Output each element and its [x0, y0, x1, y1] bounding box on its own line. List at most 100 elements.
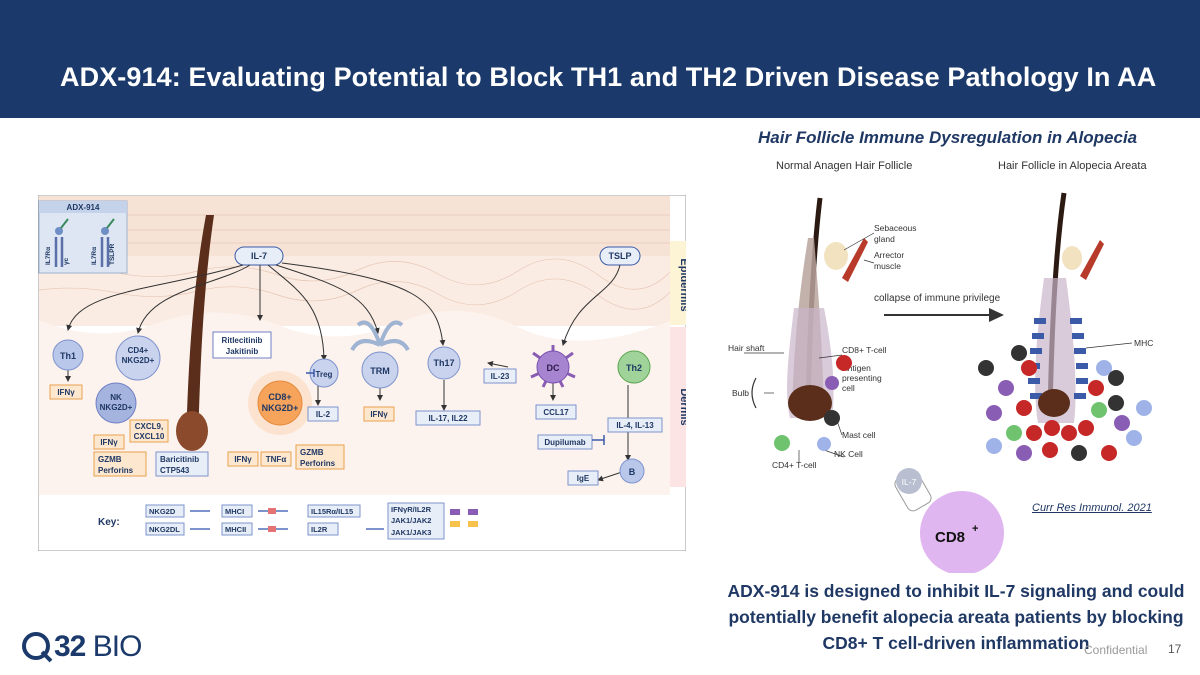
baricitinib-label: Baricitinib	[160, 455, 199, 464]
th17-cell	[427, 346, 461, 380]
cd8-label: CD8	[935, 529, 965, 546]
gzmb-label-2: GZMB	[300, 448, 324, 457]
mhc-molecules	[1028, 318, 1088, 399]
mhc-text: MHC	[1134, 338, 1153, 348]
legend-cd4-cell	[774, 435, 790, 451]
gland-text: gland	[874, 234, 895, 244]
treg-text: Treg	[316, 370, 333, 379]
ifng-label: IFNγ	[57, 388, 75, 397]
b-text: B	[629, 467, 636, 477]
key-il2r: IL2R	[311, 525, 328, 534]
cd4-cell	[115, 335, 161, 381]
citation-link[interactable]: Curr Res Immunol. 2021	[1032, 502, 1152, 514]
receptor-label: TSLPR	[109, 243, 116, 265]
cxcl10-label: CXCL10	[134, 432, 165, 441]
nk-text: NK	[110, 393, 122, 402]
epidermis-label: Epidermis	[678, 258, 686, 311]
receptor-label: IL7Rα	[91, 247, 98, 265]
figure-title: Hair Follicle Immune Dysregulation in Al…	[758, 128, 1138, 147]
legend-nk-cell	[817, 437, 831, 451]
logo-text: 32 BIO	[54, 630, 143, 664]
key-jak13: JAK1/JAK3	[391, 528, 431, 537]
cd8-cell-illustration	[920, 491, 1004, 573]
perforins-label: Perforins	[98, 466, 134, 475]
cd8-nkg2d-text: NKG2D+	[262, 403, 299, 413]
perforins-label-2: Perforins	[300, 459, 336, 468]
company-logo: 32 BIO	[20, 630, 143, 664]
aa-sebaceous-gland	[1062, 246, 1082, 270]
key-mhci: MHCI	[225, 507, 244, 516]
il7-bubble-text: IL-7	[902, 477, 917, 487]
muscle-text: muscle	[874, 261, 901, 271]
th2-text: Th2	[626, 363, 642, 373]
il17-label: IL-17, IL22	[428, 414, 468, 423]
trm-cell	[361, 351, 399, 389]
dc-text: DC	[547, 363, 560, 373]
key-label: Key:	[98, 517, 120, 528]
normal-bulb	[788, 385, 832, 421]
normal-follicle-label: Normal Anagen Hair Follicle	[776, 160, 913, 172]
dermis-label: Dermis	[678, 388, 686, 425]
follicle-illustration: Sebaceous gland Arrector muscle Hair sha…	[728, 192, 1153, 573]
dc-cell	[536, 350, 570, 384]
il2-label: IL-2	[316, 410, 331, 419]
aa-follicle-label: Hair Follicle in Alopecia Areata	[998, 160, 1147, 172]
sebaceous-gland	[824, 242, 848, 270]
tslp-text: TSLP	[608, 251, 631, 261]
il4-label: IL-4, IL-13	[616, 421, 654, 430]
pathway-diagram: Epidermis Dermis ADX-914 IL7Rα γc IL7Rα …	[38, 195, 686, 551]
gzmb-label: GZMB	[98, 455, 122, 464]
hair-shaft	[186, 215, 214, 445]
th17-text: Th17	[433, 358, 454, 368]
skin-surface	[39, 196, 670, 256]
nkg2d-plus-text: NKG2D+	[122, 356, 155, 365]
title-banner: ADX-914: Evaluating Potential to Block T…	[0, 0, 1200, 118]
aa-follicle-body	[1035, 278, 1076, 423]
legend-cd8-cell	[836, 355, 852, 371]
il7-chip	[234, 246, 284, 266]
adx914-label: ADX-914	[67, 203, 100, 212]
key-ifngr: IFNγR/IL2R	[391, 505, 432, 514]
collapse-arrowhead	[989, 308, 1004, 322]
trm-text: TRM	[370, 366, 390, 376]
logo-number: 32	[54, 630, 86, 663]
receptor-label: IL7Rα	[45, 247, 52, 265]
legend-apc	[825, 376, 839, 390]
confidential-label: Confidential	[1084, 643, 1148, 657]
dupilumab-label: Dupilumab	[544, 438, 585, 447]
antigen-text-3: cell	[842, 383, 855, 393]
summary-text: ADX-914 is designed to inhibit IL-7 sign…	[727, 581, 1185, 653]
receptor-label: γc	[63, 257, 70, 265]
sebaceous-text: Sebaceous	[874, 223, 917, 233]
logo-bio: BIO	[92, 630, 143, 663]
mast-cell-text: Mast cell	[842, 430, 876, 440]
th1-cell	[52, 339, 84, 371]
ccl17-label: CCL17	[543, 408, 569, 417]
cd8-cell	[257, 380, 303, 426]
legend-mast-cell	[824, 410, 840, 426]
key-nkg2d: NKG2D	[149, 507, 176, 516]
ifng-label-2: IFNγ	[370, 410, 388, 419]
logo-q-icon	[22, 632, 53, 663]
mhc-pointer	[1085, 342, 1133, 349]
nk-cell	[95, 382, 137, 424]
arrector-muscle	[842, 238, 868, 282]
il7-bubble	[896, 468, 922, 494]
cxcl9-label: CXCL9,	[135, 422, 163, 431]
aa-bulb	[1038, 389, 1070, 417]
aa-arrector-muscle	[1080, 240, 1104, 280]
nk-nkg2d-text: NKG2D+	[100, 403, 133, 412]
cd4-tcell-text: CD4+ T-cell	[772, 460, 817, 470]
key-il15: IL15Rα/IL15	[311, 507, 353, 516]
arrector-text: Arrector	[874, 250, 904, 260]
cd8-tcell-text: CD8+ T-cell	[842, 345, 887, 355]
cd8-sup: +	[972, 523, 978, 535]
cd4-text: CD4+	[128, 346, 149, 355]
key-nkg2dl: NKG2DL	[149, 525, 180, 534]
th2-cell	[617, 350, 651, 384]
antigen-text-1: Antigen	[842, 363, 871, 373]
hair-bulb	[176, 411, 208, 451]
bulb-text: Bulb	[732, 388, 749, 398]
trm-dendrites	[350, 320, 410, 352]
ifng-label-4: IFNγ	[234, 455, 252, 464]
